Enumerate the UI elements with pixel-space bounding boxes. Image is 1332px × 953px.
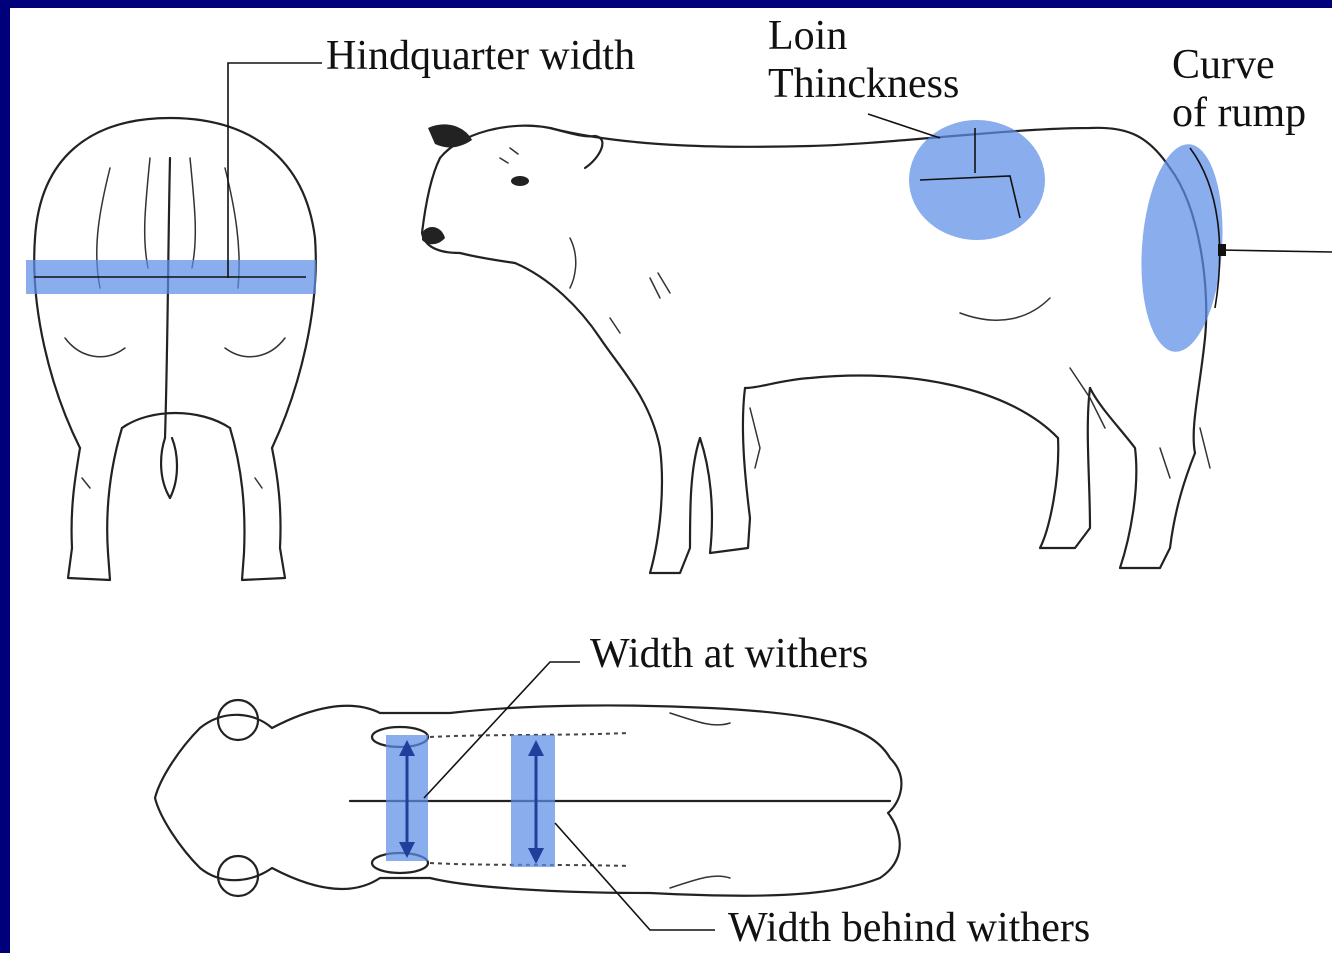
ear-icon (428, 124, 472, 147)
cattle-measurements-drawing (10, 8, 1332, 953)
rear-view-figure (34, 118, 316, 580)
width-behind-withers-leader (555, 823, 715, 930)
hindquarter-width-leader (228, 63, 322, 278)
curve-of-rump-label-line2: of rump (1172, 90, 1306, 137)
curve-of-rump-ellipse (1135, 141, 1229, 354)
loin-thickness-label-line2: Thinckness (768, 61, 959, 108)
width-at-withers-label: Width at withers (590, 631, 868, 678)
curve-of-rump-label-line1: Curve (1172, 42, 1275, 89)
curve-of-rump-leader (1220, 250, 1332, 252)
diagram-canvas: Hindquarter width Loin Thinckness Curve … (10, 8, 1332, 953)
rump-marker (1218, 244, 1226, 256)
width-behind-withers-label: Width behind withers (728, 905, 1090, 952)
width-at-withers-leader (424, 662, 580, 798)
hindquarter-width-label: Hindquarter width (326, 33, 635, 80)
loin-thickness-label-line1: Loin (768, 13, 847, 60)
side-view-figure (422, 124, 1210, 573)
muzzle-icon (422, 227, 445, 244)
loin-thickness-leader (868, 114, 940, 138)
eye-icon (511, 176, 529, 186)
